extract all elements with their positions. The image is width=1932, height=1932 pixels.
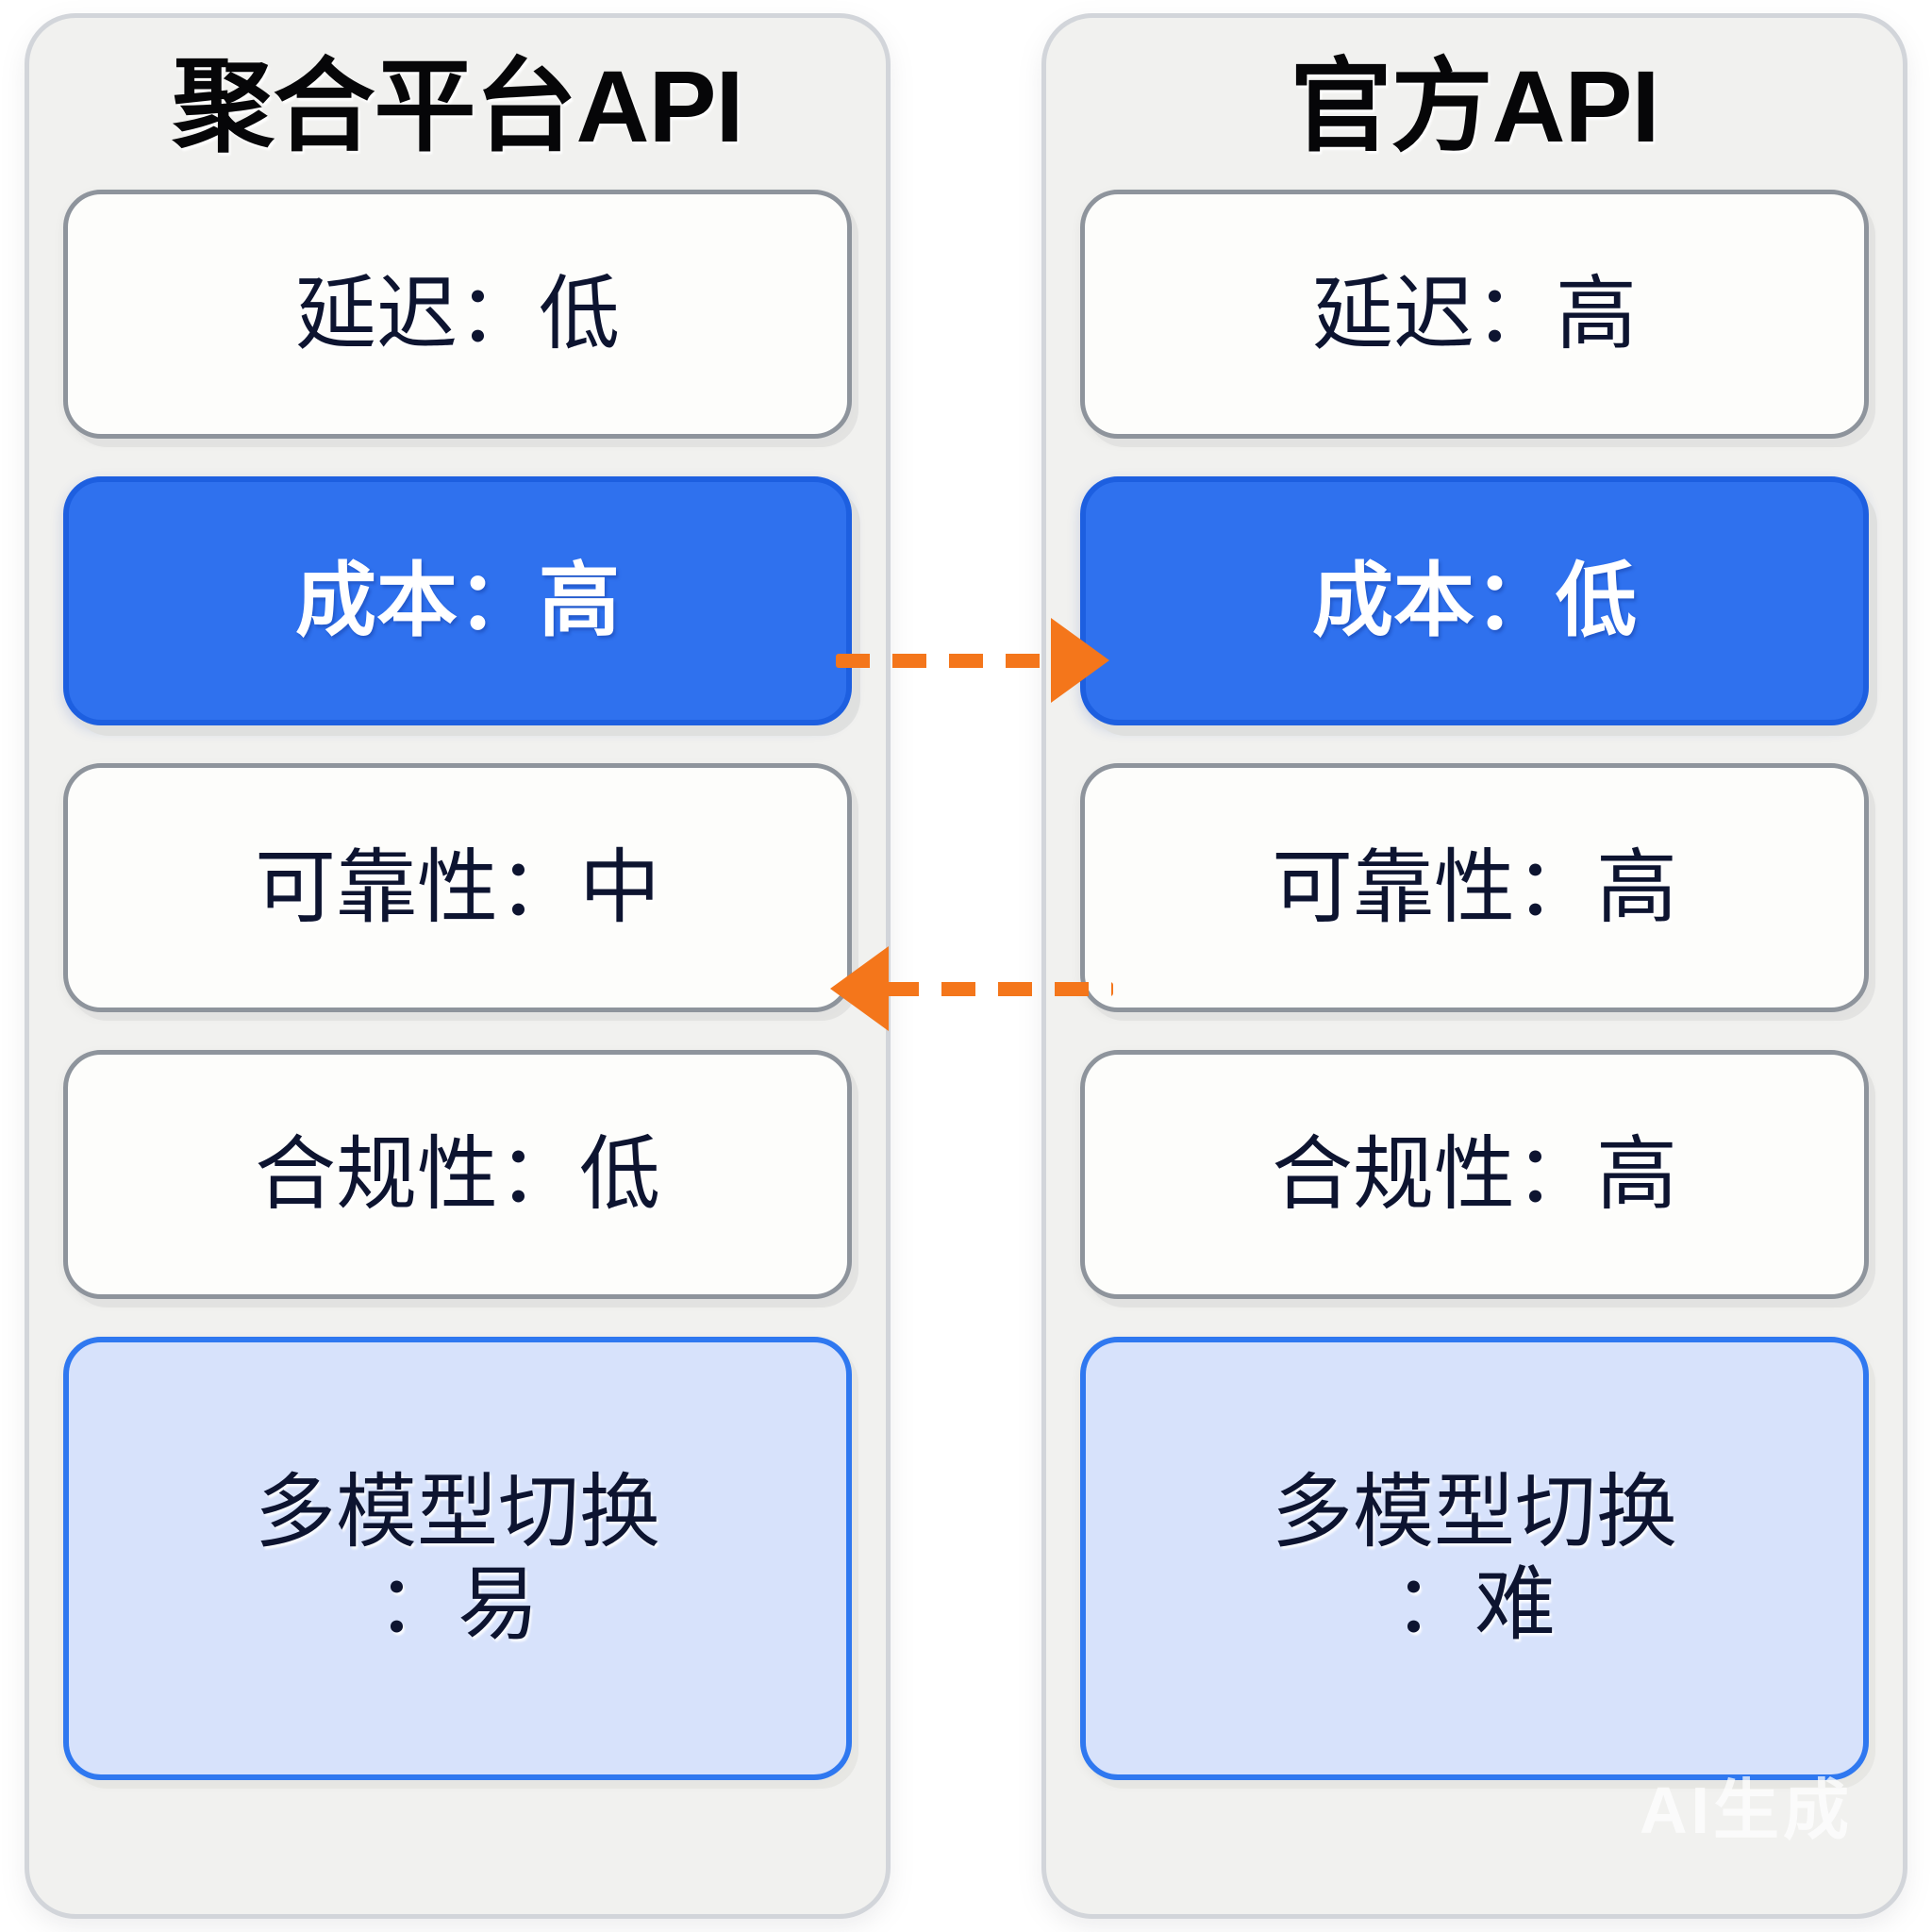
card-label: 成本：低 (1312, 555, 1637, 646)
panel-title-official: 官方API (1290, 49, 1659, 163)
card-official-compliance[interactable]: 合规性：高 (1080, 1050, 1869, 1299)
card-label: 成本：高 (295, 555, 620, 646)
panel-official-api: 官方API 延迟：高 成本：低 可靠性：高 合规性：高 多模型切换 ：难 (1041, 13, 1907, 1919)
card-label: 延迟：高 (1312, 268, 1637, 359)
card-official-reliability[interactable]: 可靠性：高 (1080, 763, 1869, 1012)
card-label: 延迟：低 (295, 268, 620, 359)
card-aggregator-latency[interactable]: 延迟：低 (63, 190, 852, 439)
card-official-latency[interactable]: 延迟：高 (1080, 190, 1869, 439)
card-aggregator-cost[interactable]: 成本：高 (63, 476, 852, 725)
card-aggregator-compliance[interactable]: 合规性：低 (63, 1050, 852, 1299)
card-official-cost[interactable]: 成本：低 (1080, 476, 1869, 725)
card-label: 可靠性：高 (1272, 841, 1677, 933)
card-label: 合规性：低 (255, 1128, 660, 1220)
card-label: 可靠性：中 (255, 841, 660, 933)
card-label: 多模型切换 ：易 (255, 1466, 660, 1650)
panel-aggregator-api: 聚合平台API 延迟：低 成本：高 可靠性：中 合规性：低 多模型切换 ：易 (25, 13, 891, 1919)
card-aggregator-model-switching[interactable]: 多模型切换 ：易 (63, 1337, 852, 1780)
card-aggregator-reliability[interactable]: 可靠性：中 (63, 763, 852, 1012)
card-label: 合规性：高 (1272, 1128, 1677, 1220)
card-label: 多模型切换 ：难 (1272, 1466, 1677, 1650)
card-official-model-switching[interactable]: 多模型切换 ：难 (1080, 1337, 1869, 1780)
panel-title-aggregator: 聚合平台API (172, 49, 743, 163)
ai-generated-watermark: AI生成 (1640, 1774, 1853, 1847)
